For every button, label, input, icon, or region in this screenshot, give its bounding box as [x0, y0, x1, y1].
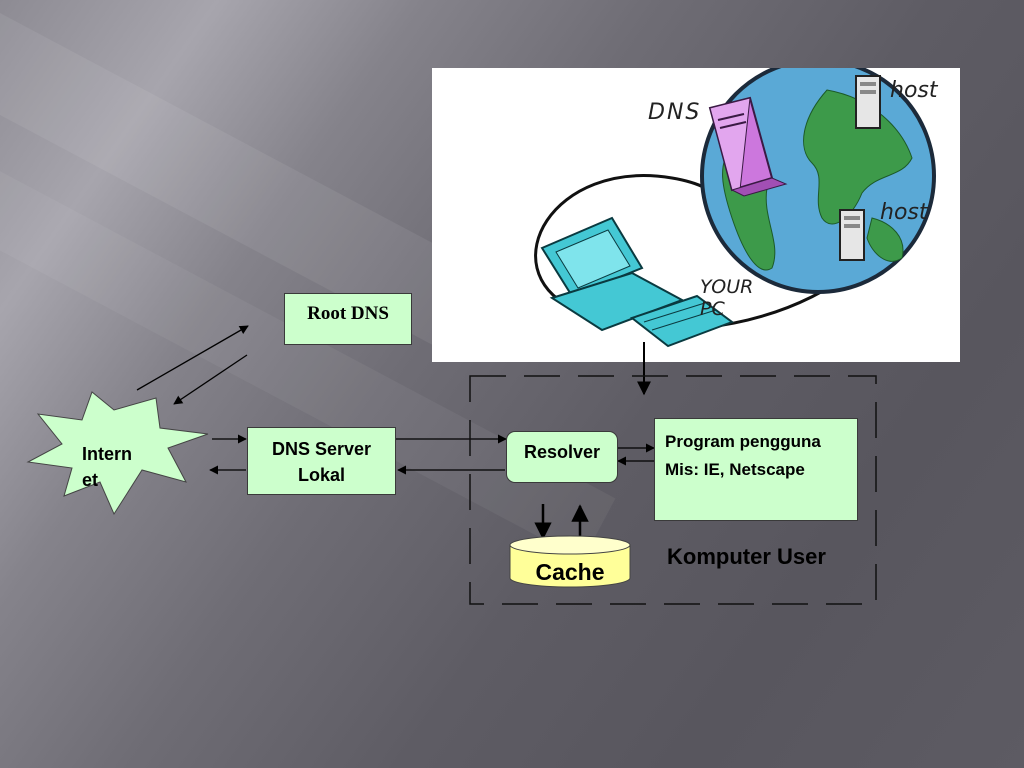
cache-cylinder — [509, 535, 631, 588]
root-dns-box: Root DNS — [284, 293, 412, 345]
illustration-host-label: host — [890, 78, 938, 103]
internet-starburst — [26, 391, 209, 516]
dns-illustration — [432, 68, 960, 362]
dns-server-lokal-box: DNS Server Lokal — [247, 427, 396, 495]
arrow-root-to-internet — [173, 354, 248, 405]
illustration-dns-label: DNS — [648, 100, 702, 125]
host-server-icon — [855, 75, 881, 129]
dns-server-lokal-label: DNS Server Lokal — [271, 439, 372, 485]
cache-label: Cache — [535, 559, 605, 585]
program-pengguna-label: Program pengguna Mis: IE, Netscape — [665, 432, 821, 479]
globe-land — [866, 217, 904, 262]
komputer-user-boundary — [469, 375, 877, 605]
illustration-host-label: host — [880, 200, 928, 225]
arrow-internet-to-root — [136, 325, 249, 391]
illustration-pc-label: YOUR PC — [700, 276, 754, 320]
komputer-user-label: Komputer User — [667, 544, 826, 569]
root-dns-label: Root DNS — [307, 303, 389, 324]
internet-label: Intern et — [82, 444, 133, 490]
pc-icon — [540, 216, 735, 348]
program-pengguna-box: Program pengguna Mis: IE, Netscape — [654, 418, 858, 521]
host-server-icon — [839, 209, 865, 261]
resolver-label: Resolver — [523, 442, 601, 462]
resolver-box: Resolver — [506, 431, 618, 483]
